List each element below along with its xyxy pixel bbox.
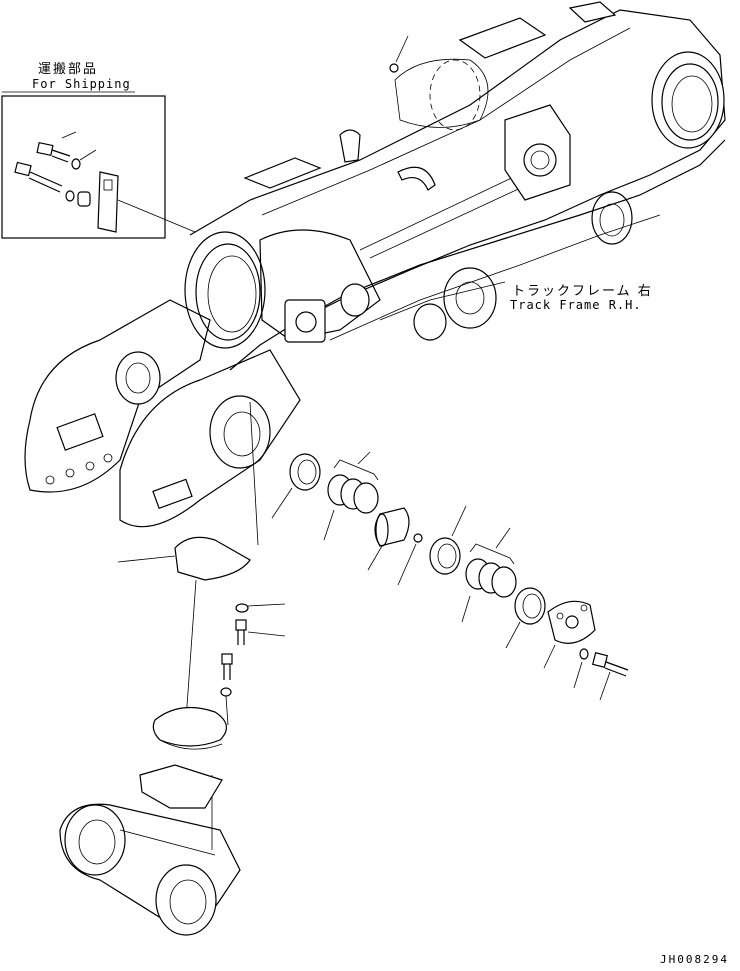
lower-cover	[152, 706, 227, 850]
shipping-washer-2	[65, 190, 75, 202]
plug	[397, 533, 423, 586]
shipping-bolt-short	[36, 131, 77, 163]
pin	[367, 507, 410, 571]
seal-ring-1	[271, 453, 321, 519]
bottom-bracket	[59, 764, 241, 936]
shipping-nut	[77, 191, 91, 207]
guard-plate-upper	[117, 401, 259, 721]
plug-top	[389, 63, 399, 73]
center-bracket	[504, 104, 571, 201]
cover-plate	[543, 600, 596, 669]
track-frame-label-en: Track Frame R.H.	[510, 298, 642, 312]
seal-ring-3	[505, 587, 546, 649]
left-bore	[184, 231, 266, 349]
cover-bolt	[591, 651, 629, 701]
shipping-label-jp: 運搬部品	[38, 62, 99, 77]
track-frame-label-jp: トラックフレーム 右	[512, 284, 653, 299]
shipping-bolt-long	[14, 161, 63, 193]
bushing-set-2	[461, 527, 517, 623]
lower-bolt	[221, 653, 233, 680]
cover-washer	[573, 648, 589, 689]
seal-ring-2	[429, 505, 467, 575]
equalizer-arms	[24, 299, 301, 528]
shipping-plate	[97, 171, 196, 233]
guard-washer	[235, 603, 286, 613]
drawing-code: JH008294	[660, 953, 729, 966]
shipping-washer	[71, 158, 81, 170]
leader-plug-top	[395, 35, 409, 63]
shipping-label-en: For Shipping	[32, 77, 131, 91]
shipping-parts-box	[1, 91, 196, 239]
leader-track-frame	[379, 281, 506, 321]
bushing-set-1	[323, 451, 379, 541]
track-frame-body	[184, 1, 726, 371]
lower-washer	[220, 687, 232, 697]
right-bore	[651, 51, 725, 149]
guard-bolt	[235, 619, 286, 645]
